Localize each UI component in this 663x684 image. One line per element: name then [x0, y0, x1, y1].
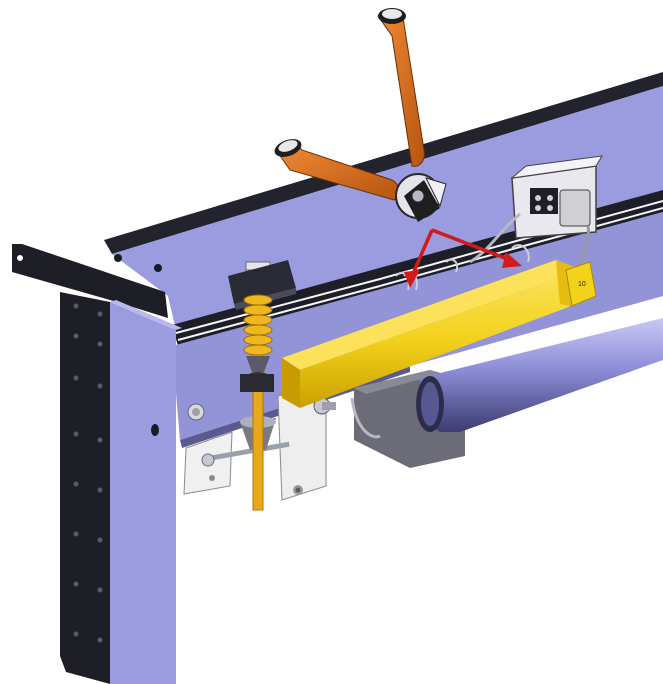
yellow-bar-end-left: [282, 358, 300, 408]
left-post: [12, 244, 182, 684]
post-holes: [73, 303, 103, 643]
yellow-bar-face: [300, 270, 582, 408]
post-mounting-tab: [12, 244, 168, 318]
post-side: [110, 302, 176, 684]
bolt-icon: [187, 403, 205, 421]
component-label: 10: [578, 281, 586, 288]
arrow-icon: [404, 228, 522, 288]
spring-icon: [243, 294, 273, 356]
post-front: [60, 292, 110, 684]
switch-box: [469, 155, 603, 264]
roller-assembly: [354, 318, 663, 468]
spring-rod: [228, 260, 296, 511]
yellow-bar-top: [282, 260, 582, 370]
pliers-icon: [274, 8, 447, 222]
yellow-bar: 10: [282, 260, 597, 408]
beam-top-flange: [104, 72, 663, 254]
lower-cable: [350, 397, 381, 439]
tensioner-assembly: [183, 383, 336, 501]
pliers-handle-upper: [377, 11, 425, 167]
spring-top-bracket: [228, 260, 296, 304]
roller-cylinder: [420, 318, 663, 432]
